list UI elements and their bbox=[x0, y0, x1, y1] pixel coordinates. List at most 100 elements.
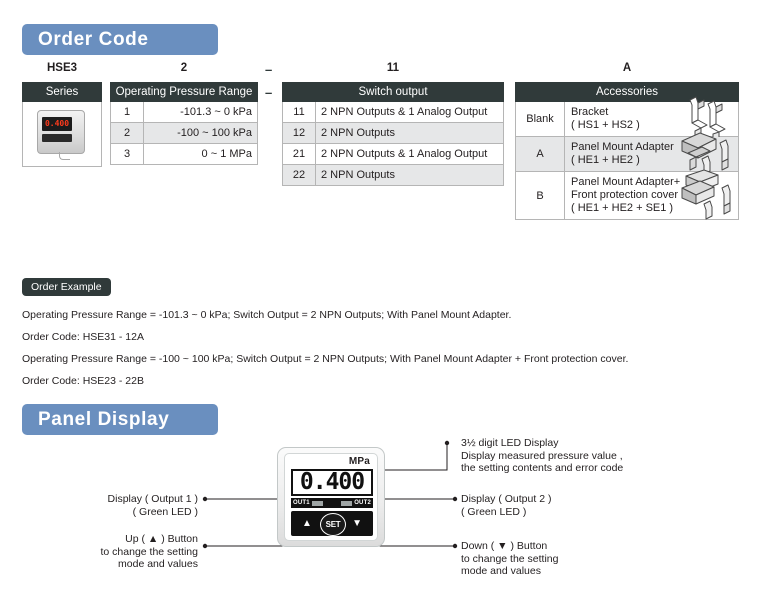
accessory-code-a: A bbox=[515, 136, 565, 172]
switch-value-21: 2 NPN Outputs & 1 Analog Output bbox=[315, 143, 504, 165]
code-label-switch: 11 bbox=[386, 62, 400, 74]
series-header: Series bbox=[22, 82, 102, 102]
section-header-order-code: Order Code bbox=[22, 24, 218, 55]
pressure-header: Operating Pressure Range bbox=[110, 82, 258, 102]
pressure-code-2: 2 bbox=[110, 122, 144, 144]
callout-led-display-line1: 3½ digit LED Display bbox=[461, 437, 559, 449]
pressure-code-3: 3 bbox=[110, 143, 144, 165]
table-accessories: Accessories Blank Bracket ( HS1 + HS2 ) bbox=[515, 82, 739, 220]
button-bar: ▲ SET ▼ bbox=[291, 511, 373, 536]
dash-separator-2: – bbox=[265, 85, 273, 100]
led-display-value: 0.400 bbox=[299, 469, 365, 495]
accessory-desc-b: Panel Mount Adapter+ Front protection co… bbox=[564, 169, 739, 220]
panel-mount-adapter-cover-icon bbox=[676, 168, 734, 224]
table-row: 1 -101.3 ~ 0 kPa bbox=[110, 101, 258, 123]
accessory-desc-a: Panel Mount Adapter ( HE1 + HE2 ) bbox=[564, 132, 739, 175]
series-product-photo: 0.400 bbox=[22, 101, 102, 167]
table-row: 11 2 NPN Outputs & 1 Analog Output bbox=[282, 101, 504, 123]
code-label-pressure: 2 bbox=[180, 62, 188, 74]
product-screen: 0.400 bbox=[42, 117, 72, 131]
accessory-desc-line1: Bracket bbox=[571, 106, 609, 118]
led-display: 0.400 bbox=[291, 469, 373, 496]
table-row: 22 2 NPN Outputs bbox=[282, 164, 504, 186]
callout-output1-line1: Display ( Output 1 ) bbox=[107, 493, 198, 505]
device-faceplate: MPa 0.400 OUT1 OUT2 ▲ SET ▼ bbox=[284, 453, 378, 541]
callout-down-button: Down ( ▼ ) Button to change the setting … bbox=[461, 540, 559, 578]
accessory-desc-blank: Bracket ( HS1 + HS2 ) bbox=[564, 96, 739, 141]
callout-output2-line1: Display ( Output 2 ) bbox=[461, 493, 552, 505]
pressure-value-2: -100 ~ 100 kPa bbox=[143, 122, 258, 144]
order-example-chip: Order Example bbox=[22, 278, 111, 296]
product-image: 0.400 bbox=[33, 108, 91, 160]
order-example-line-2: Order Code: HSE31 - 12A bbox=[22, 331, 144, 343]
output2-led-icon bbox=[341, 500, 353, 506]
callout-up-button: Up ( ▲ ) Button to change the setting mo… bbox=[20, 533, 199, 571]
callout-output1: Display ( Output 1 ) ( Green LED ) bbox=[20, 493, 198, 518]
code-label-accessory: A bbox=[622, 62, 632, 74]
output2-label: OUT2 bbox=[354, 500, 371, 506]
accessory-desc-line2: Front protection cover bbox=[571, 189, 678, 201]
callout-led-display-line2: Display measured pressure value , bbox=[461, 449, 623, 462]
pressure-value-1: -101.3 ~ 0 kPa bbox=[143, 101, 258, 123]
table-row: Blank Bracket ( HS1 + HS2 ) bbox=[515, 96, 739, 141]
switch-value-22: 2 NPN Outputs bbox=[315, 164, 504, 186]
product-screen-value: 0.400 bbox=[44, 119, 70, 128]
output-indicator-bar: OUT1 OUT2 bbox=[291, 498, 373, 508]
table-row: 12 2 NPN Outputs bbox=[282, 122, 504, 144]
code-label-series: HSE3 bbox=[46, 62, 78, 74]
table-row: 2 -100 ~ 100 kPa bbox=[110, 122, 258, 144]
up-button[interactable]: ▲ bbox=[302, 518, 312, 529]
table-row: 21 2 NPN Outputs & 1 Analog Output bbox=[282, 143, 504, 165]
callout-down-button-line3: mode and values bbox=[461, 565, 541, 577]
accessories-header: Accessories bbox=[515, 82, 739, 102]
pressure-value-3: 0 ~ 1 MPa bbox=[143, 143, 258, 165]
pressure-code-1: 1 bbox=[110, 101, 144, 123]
table-row: 3 0 ~ 1 MPa bbox=[110, 143, 258, 165]
switch-code-22: 22 bbox=[282, 164, 316, 186]
accessory-code-b: B bbox=[515, 171, 565, 220]
down-button[interactable]: ▼ bbox=[352, 518, 362, 529]
section-header-panel-display: Panel Display bbox=[22, 404, 218, 435]
panel-display-device: MPa 0.400 OUT1 OUT2 ▲ SET ▼ bbox=[277, 447, 385, 547]
product-button-bar bbox=[42, 134, 72, 142]
table-row: B Panel Mount Adapter+ Front protection … bbox=[515, 169, 739, 220]
accessory-desc-line2: ( HS1 + HS2 ) bbox=[571, 119, 640, 131]
set-button-label: SET bbox=[325, 520, 341, 529]
callout-up-button-line1: Up ( ▲ ) Button bbox=[125, 533, 198, 545]
table-series: Series 0.400 bbox=[22, 82, 102, 167]
table-row: A Panel Mount Adapter ( HE1 + HE2 ) bbox=[515, 132, 739, 175]
product-cable bbox=[59, 152, 70, 160]
switch-value-11: 2 NPN Outputs & 1 Analog Output bbox=[315, 101, 504, 123]
accessory-desc-line2: ( HE1 + HE2 ) bbox=[571, 154, 640, 166]
output1-led-icon bbox=[311, 500, 323, 506]
table-operating-pressure-range: Operating Pressure Range 1 -101.3 ~ 0 kP… bbox=[110, 82, 258, 165]
switch-code-12: 12 bbox=[282, 122, 316, 144]
order-example-line-4: Order Code: HSE23 - 22B bbox=[22, 375, 144, 387]
switch-code-11: 11 bbox=[282, 101, 316, 123]
bracket-icon bbox=[678, 94, 734, 144]
output2-group: OUT2 bbox=[341, 500, 371, 506]
callout-output1-line2: ( Green LED ) bbox=[132, 505, 198, 518]
set-button[interactable]: SET bbox=[320, 513, 346, 536]
accessory-desc-line1: Panel Mount Adapter+ bbox=[571, 176, 681, 188]
callout-led-display: 3½ digit LED Display Display measured pr… bbox=[461, 437, 623, 475]
callout-down-button-line2: to change the setting bbox=[461, 552, 559, 565]
switch-value-12: 2 NPN Outputs bbox=[315, 122, 504, 144]
panel-mount-adapter-icon bbox=[676, 129, 734, 179]
switch-header: Switch output bbox=[282, 82, 504, 102]
table-switch-output: Switch output 11 2 NPN Outputs & 1 Analo… bbox=[282, 82, 504, 186]
accessory-code-blank: Blank bbox=[515, 101, 565, 137]
output1-group: OUT1 bbox=[293, 500, 323, 506]
callout-up-button-line2: to change the setting bbox=[100, 545, 199, 558]
unit-label: MPa bbox=[348, 456, 370, 467]
callout-output2-line2: ( Green LED ) bbox=[461, 505, 527, 518]
accessory-desc-line1: Panel Mount Adapter bbox=[571, 141, 674, 153]
accessory-desc-line3: ( HE1 + HE2 + SE1 ) bbox=[571, 202, 674, 214]
callout-output2: Display ( Output 2 ) ( Green LED ) bbox=[461, 493, 551, 518]
output1-label: OUT1 bbox=[293, 500, 310, 506]
order-example-line-1: Operating Pressure Range = -101.3 ~ 0 kP… bbox=[22, 309, 512, 321]
callout-up-button-line3: mode and values bbox=[118, 558, 198, 570]
switch-code-21: 21 bbox=[282, 143, 316, 165]
callout-down-button-line1: Down ( ▼ ) Button bbox=[461, 540, 548, 552]
